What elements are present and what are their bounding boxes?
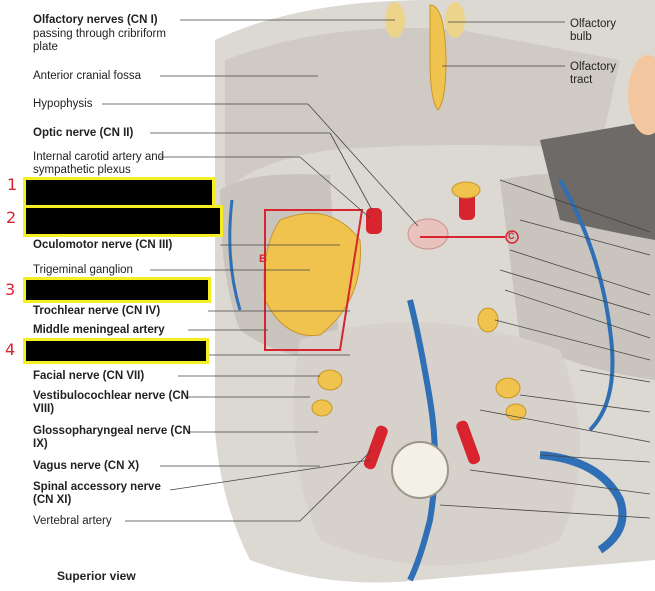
- leader-lines-left: [102, 19, 419, 522]
- brainstem: [391, 441, 449, 499]
- carotid-left: [366, 208, 382, 234]
- handwritten-3: 3: [5, 280, 16, 299]
- cn-viii-left: [311, 399, 333, 417]
- label-olfactory-nerves: Olfactory nerves (CN I): [33, 14, 158, 26]
- olfactory-bulb-shape: [429, 4, 447, 111]
- orbit: [628, 55, 655, 135]
- redaction-4: [26, 341, 206, 361]
- cn-vii-left: [317, 369, 343, 391]
- marker-c: [505, 230, 519, 244]
- box-letter-c: C: [508, 231, 515, 241]
- sigmoid-right: [539, 451, 627, 554]
- label-middle-meningeal: Middle meningeal artery: [33, 324, 165, 336]
- label-olfactory-bulb: Olfactory bulb: [570, 18, 617, 43]
- cn-viii-right: [505, 403, 527, 421]
- label-optic-nerve: Optic nerve (CN II): [33, 127, 134, 139]
- handwritten-2: 2: [6, 208, 17, 227]
- label-vagus: Vagus nerve (CN X): [33, 460, 140, 472]
- redaction-2: [26, 208, 220, 234]
- vertebral-right: [456, 420, 481, 465]
- cn-iv-right: [477, 307, 499, 333]
- hypophysis-shape: [407, 218, 449, 250]
- anterior-fossa: [225, 28, 620, 190]
- box-b: [264, 209, 364, 351]
- sinus-left: [228, 199, 242, 311]
- label-anterior-cranial-fossa: Anterior cranial fossa: [33, 70, 142, 82]
- label-vertebral-artery: Vertebral artery: [33, 515, 112, 527]
- label-facial: Facial nerve (CN VII): [33, 370, 145, 382]
- label-trochlear: Trochlear nerve (CN IV): [33, 305, 161, 317]
- label-hypophysis: Hypophysis: [33, 98, 93, 110]
- handwritten-1: 1: [7, 175, 18, 194]
- leader-lines-right: [439, 21, 651, 519]
- label-spinal-accessory: Spinal accessory nerve (CN XI): [33, 481, 161, 506]
- cribriform-right: [445, 2, 465, 38]
- redaction-3: [26, 280, 208, 300]
- sinus-right: [558, 179, 615, 432]
- label-oculomotor: Oculomotor nerve (CN III): [33, 239, 173, 251]
- caption: Superior view: [57, 569, 136, 583]
- cn-vii-right: [495, 377, 521, 399]
- vertebral-left: [363, 425, 388, 470]
- label-internal-carotid: Internal carotid artery and sympathetic …: [33, 151, 165, 176]
- label-glossopharyngeal: Glossopharyngeal nerve (CN IX): [33, 425, 191, 450]
- label-olfactory-nerves-sub: passing through cribriform plate: [33, 28, 166, 53]
- label-olfactory-tract: Olfactory tract: [570, 61, 617, 86]
- cn-iii-right: [451, 181, 481, 199]
- handwritten-4: 4: [5, 340, 16, 359]
- sphenoid-region: [540, 120, 655, 240]
- label-trigeminal-ganglion: Trigeminal ganglion: [33, 264, 133, 276]
- label-vestibulocochlear: Vestibulocochlear nerve (CN VIII): [33, 390, 189, 415]
- redaction-1: [26, 180, 212, 206]
- box-letter-b: B: [259, 253, 267, 265]
